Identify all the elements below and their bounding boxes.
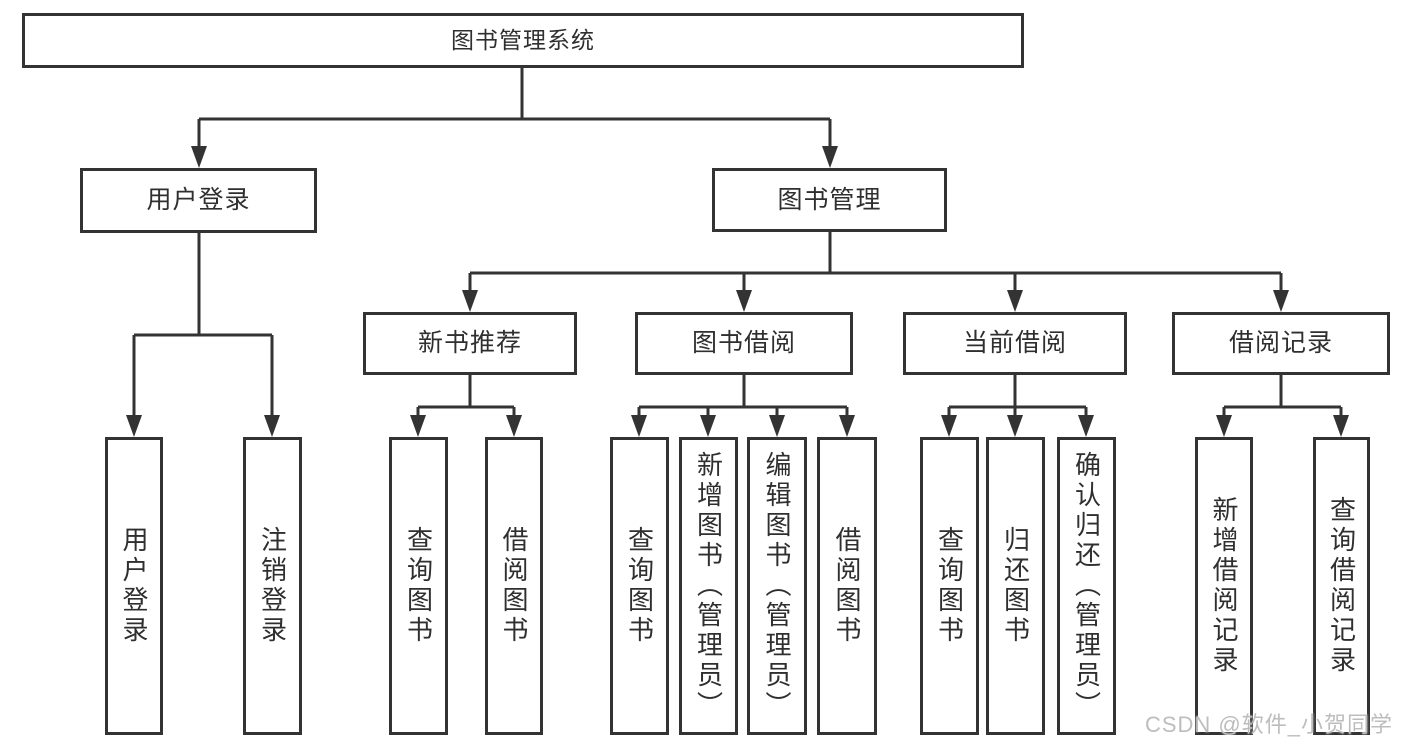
connector-root-to-level2 [197,68,832,148]
arrowheads [126,146,1349,437]
node-book-borrowing: 图书借阅 [635,312,853,375]
node-new-book-recommend: 新书推荐 [363,312,577,375]
node-user-login: 用户登录 [80,168,317,233]
connector-newbooks-to-leaves [416,375,516,417]
node-leaf-cb-confirm-return-admin: 确认归还（管理员） [1057,437,1116,735]
connector-bookmgmt-to-level3 [468,232,1283,292]
node-leaf-nb-borrow-books: 借阅图书 [485,437,543,735]
node-leaf-br-add-record: 新增借阅记录 [1195,437,1253,735]
node-leaf-user-login: 用户登录 [105,437,163,735]
node-leaf-logout: 注销登录 [243,437,302,735]
node-leaf-bb-edit-books-admin: 编辑图书（管理员） [747,437,807,735]
node-leaf-bb-query-books: 查询图书 [610,437,669,735]
csdn-watermark: CSDN @软件_小贺同学 [1144,712,1393,737]
connector-bookborrow-to-leaves [637,375,849,417]
connector-userlogin-to-leaves [132,233,274,417]
node-leaf-bb-borrow-books: 借阅图书 [817,437,877,735]
node-borrow-records: 借阅记录 [1172,312,1390,375]
node-leaf-bb-add-books-admin: 新增图书（管理员） [679,437,738,735]
node-leaf-cb-return-books: 归还图书 [986,437,1045,735]
node-book-management: 图书管理 [712,168,947,232]
node-leaf-cb-query-books: 查询图书 [920,437,979,735]
node-current-borrowing: 当前借阅 [903,312,1127,375]
node-leaf-br-query-record: 查询借阅记录 [1313,437,1370,735]
node-leaf-nb-query-books: 查询图书 [389,437,448,735]
node-root-library-system: 图书管理系统 [22,13,1024,68]
connector-records-to-leaves [1222,375,1343,417]
connector-currentborrow-to-leaves [947,375,1088,417]
